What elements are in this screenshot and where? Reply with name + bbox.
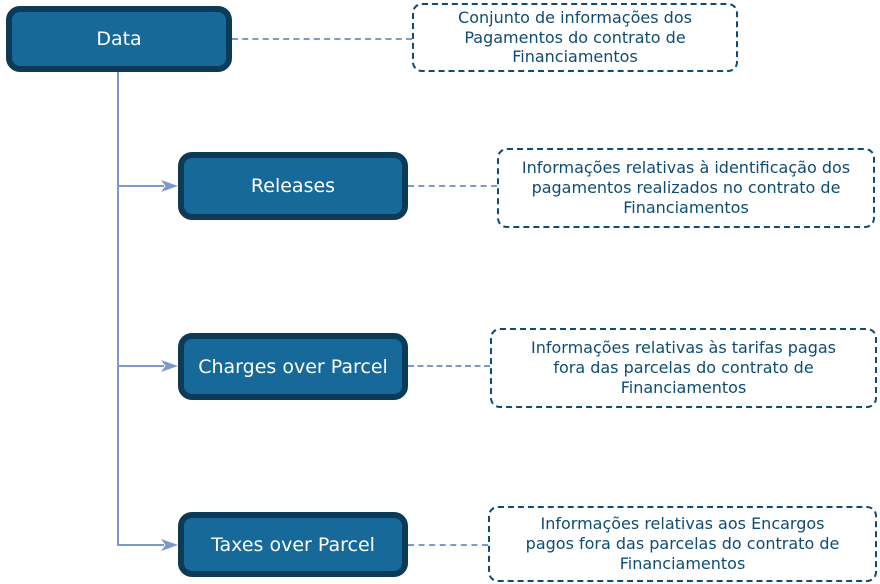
annotation-text-line: Financiamentos: [620, 377, 747, 397]
annotation-text-line: fora das parcelas do contrato de: [553, 358, 814, 378]
node-taxes-over-parcel-label: Taxes over Parcel: [211, 533, 375, 556]
node-data: Data: [6, 6, 232, 72]
arrowhead-icon: [161, 539, 178, 551]
annotation-text-line: pagos fora das parcelas do contrato de: [525, 534, 840, 554]
node-data-label: Data: [96, 28, 142, 50]
connector-trunk: [117, 72, 119, 546]
annotation-releases: Informações relativas à identificação do…: [497, 148, 875, 228]
annotation-text-line: Financiamentos: [623, 197, 749, 217]
node-releases-label: Releases: [250, 175, 336, 197]
annotation-link-releases: [408, 185, 497, 187]
annotation-charges: Informações relativas às tarifas pagas f…: [490, 328, 877, 408]
arrowhead-icon: [161, 360, 178, 372]
annotation-text-line: pagamentos realizados no contrato de: [531, 178, 841, 198]
arrowhead-icon: [161, 180, 178, 192]
annotation-text-line: Informações relativas à identificação do…: [521, 158, 851, 178]
annotation-text-line: Conjunto de informações dos: [458, 7, 692, 27]
node-charges-over-parcel: Charges over Parcel: [178, 333, 408, 400]
annotation-text-line: Informações relativas às tarifas pagas: [531, 338, 836, 358]
annotation-text-line: Financiamentos: [512, 47, 638, 67]
annotation-taxes: Informações relativas aos Encargos pagos…: [488, 506, 877, 582]
annotation-link-charges: [408, 365, 490, 367]
annotation-text-line: Financiamentos: [619, 553, 746, 573]
annotation-text-line: Informações relativas aos Encargos: [540, 514, 825, 534]
annotation-text-line: Pagamentos do contrato de: [464, 27, 686, 47]
annotation-link-data: [232, 38, 412, 40]
connector-branch-releases: [117, 185, 164, 187]
annotation-data: Conjunto de informações dos Pagamentos d…: [412, 3, 738, 72]
connector-branch-charges: [117, 365, 164, 367]
node-taxes-over-parcel: Taxes over Parcel: [178, 512, 408, 577]
node-releases: Releases: [178, 152, 408, 220]
annotation-link-taxes: [408, 544, 488, 546]
node-charges-over-parcel-label: Charges over Parcel: [198, 355, 388, 378]
connector-branch-taxes: [117, 544, 164, 546]
